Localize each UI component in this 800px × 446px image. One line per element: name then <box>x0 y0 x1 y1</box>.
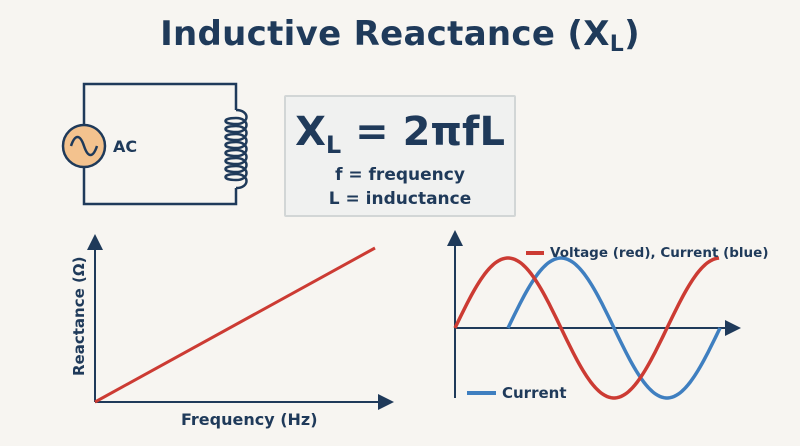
circuit-wire <box>82 82 238 206</box>
frequency-definition: f = frequency <box>335 165 465 185</box>
title-close: ) <box>624 14 640 54</box>
formula-lhs: X <box>295 109 326 155</box>
title-subscript: L <box>609 32 625 57</box>
formula-rhs: = 2πfL <box>341 109 505 155</box>
title-main: Inductive Reactance (X <box>160 14 610 54</box>
sine-wave-icon <box>69 135 99 157</box>
inductor-coil-icon <box>224 108 248 190</box>
legend-voltage-current: Voltage (red), Current (blue) <box>550 245 769 261</box>
current-wave <box>506 256 722 400</box>
ac-source-label: AC <box>113 137 138 156</box>
formula-lhs-subscript: L <box>325 131 342 159</box>
waveform-chart <box>447 230 741 400</box>
x-axis-label: Frequency (Hz) <box>181 410 318 429</box>
y-axis-label: Reactance (Ω) <box>70 256 88 376</box>
inductance-definition: L = inductance <box>328 189 472 209</box>
page-title: Inductive Reactance (XL) <box>0 14 800 57</box>
legend-current: Current <box>502 384 567 402</box>
reactance-line <box>94 246 376 404</box>
reactance-chart <box>87 234 394 410</box>
voltage-wave <box>453 256 720 400</box>
formula-box: XL = 2πfL f = frequency L = inductance <box>284 95 516 217</box>
reactance-formula: XL = 2πfL <box>286 109 514 159</box>
circuit-diagram <box>61 82 248 206</box>
